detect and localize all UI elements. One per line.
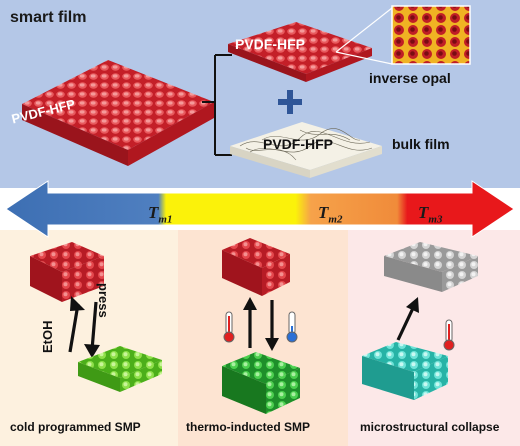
- smart-film-title: smart film: [10, 9, 87, 26]
- collapse-gray-foam: [384, 242, 478, 292]
- inverse-opal-inset: [391, 5, 471, 65]
- plus-icon: [278, 90, 302, 114]
- bulk-film-material-label: PVDF-HFP: [263, 136, 333, 152]
- collapse-arrow: [396, 297, 419, 341]
- tm2-label: Tm2: [318, 203, 343, 226]
- thermo-inducted-caption: thermo-inducted SMP: [186, 420, 311, 434]
- tm3-label: Tm3: [418, 203, 443, 226]
- inverse-opal-caption: inverse opal: [369, 70, 451, 86]
- cold-programmed-caption: cold programmed SMP: [10, 420, 141, 434]
- press-label: press: [96, 283, 111, 318]
- opal-film-material-label: PVDF-HFP: [235, 36, 305, 52]
- bracket: [202, 54, 232, 156]
- temperature-bar: [5, 180, 515, 238]
- thermometer-hot-icon: [223, 311, 235, 343]
- thermo-arrows: [243, 297, 279, 351]
- cold-arrows: [68, 296, 100, 358]
- collapse-cyan-foam: [362, 342, 448, 400]
- etoh-label: EtOH: [40, 320, 55, 354]
- collapse-thermometer-hot-icon: [443, 319, 455, 351]
- cold-green-foam: [78, 346, 162, 392]
- bulk-film-slab: [230, 122, 382, 178]
- cold-red-foam: [30, 242, 104, 302]
- thermo-red-foam: [222, 238, 290, 296]
- zoom-lines: [335, 7, 393, 65]
- thermometer-cold-icon: [286, 311, 298, 343]
- bulk-film-caption: bulk film: [392, 136, 450, 152]
- tm1-label: Tm1: [148, 203, 173, 226]
- smart-film-slab: [22, 60, 214, 166]
- thermo-green-foam: [222, 352, 300, 414]
- microstructural-collapse-caption: microstructural collapse: [360, 420, 500, 434]
